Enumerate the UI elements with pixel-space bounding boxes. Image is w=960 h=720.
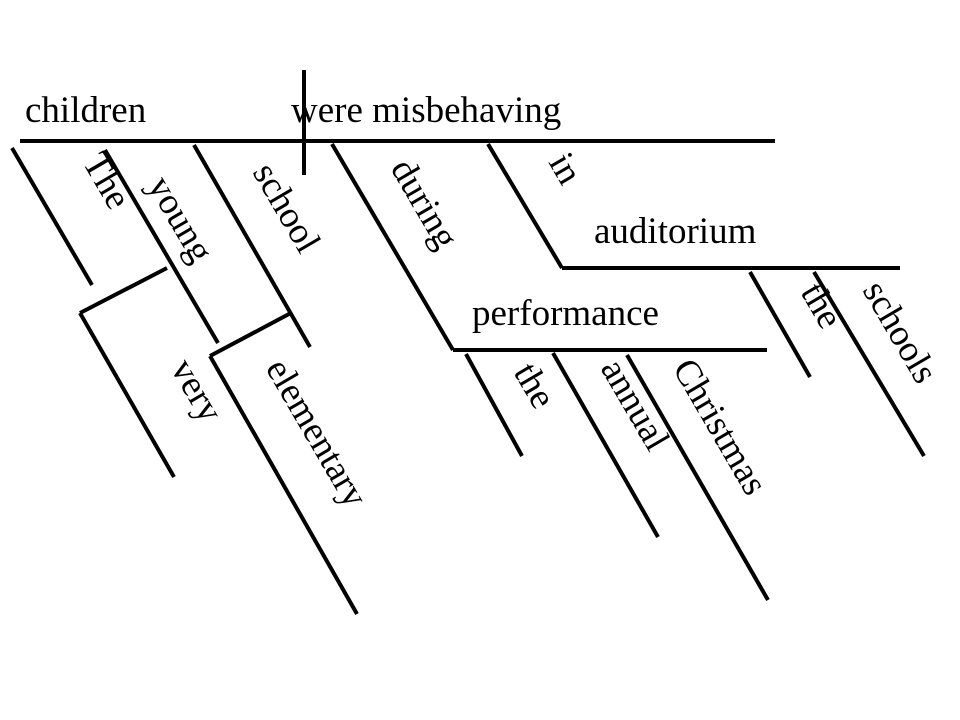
aud-adjective-schools-word: schools (854, 274, 945, 391)
adjective-school-word: school (244, 156, 328, 260)
preposition-in-word: in (540, 146, 590, 192)
object-auditorium-word: auditorium (594, 211, 757, 252)
aud-the-slant (748, 271, 812, 378)
elementary-connector (209, 312, 290, 358)
very-slant (78, 312, 176, 478)
perf-adjective-christmas-word: Christmas (664, 352, 775, 502)
the-slant (10, 146, 94, 287)
aud-schools-slant (812, 270, 926, 458)
modifier-elementary-word: elementary (257, 352, 376, 515)
school-slant (192, 144, 312, 348)
adverb-very-word: very (162, 352, 231, 430)
in-slant (486, 142, 564, 270)
during-slant (330, 142, 455, 352)
elementary-slant (208, 355, 359, 615)
perf-christmas-slant (625, 354, 770, 601)
preposition-during-word: during (382, 152, 466, 256)
perf-the-slant (464, 353, 524, 457)
perf-annual-slant (551, 352, 660, 538)
subject-word: children (25, 90, 146, 131)
predicate-word: were misbehaving (291, 90, 561, 131)
young-slant (103, 148, 220, 345)
very-connector (79, 266, 168, 315)
adjective-young-word: young (139, 169, 221, 270)
object-performance-word: performance (472, 293, 659, 334)
perf-article-the-word: the (505, 356, 563, 416)
